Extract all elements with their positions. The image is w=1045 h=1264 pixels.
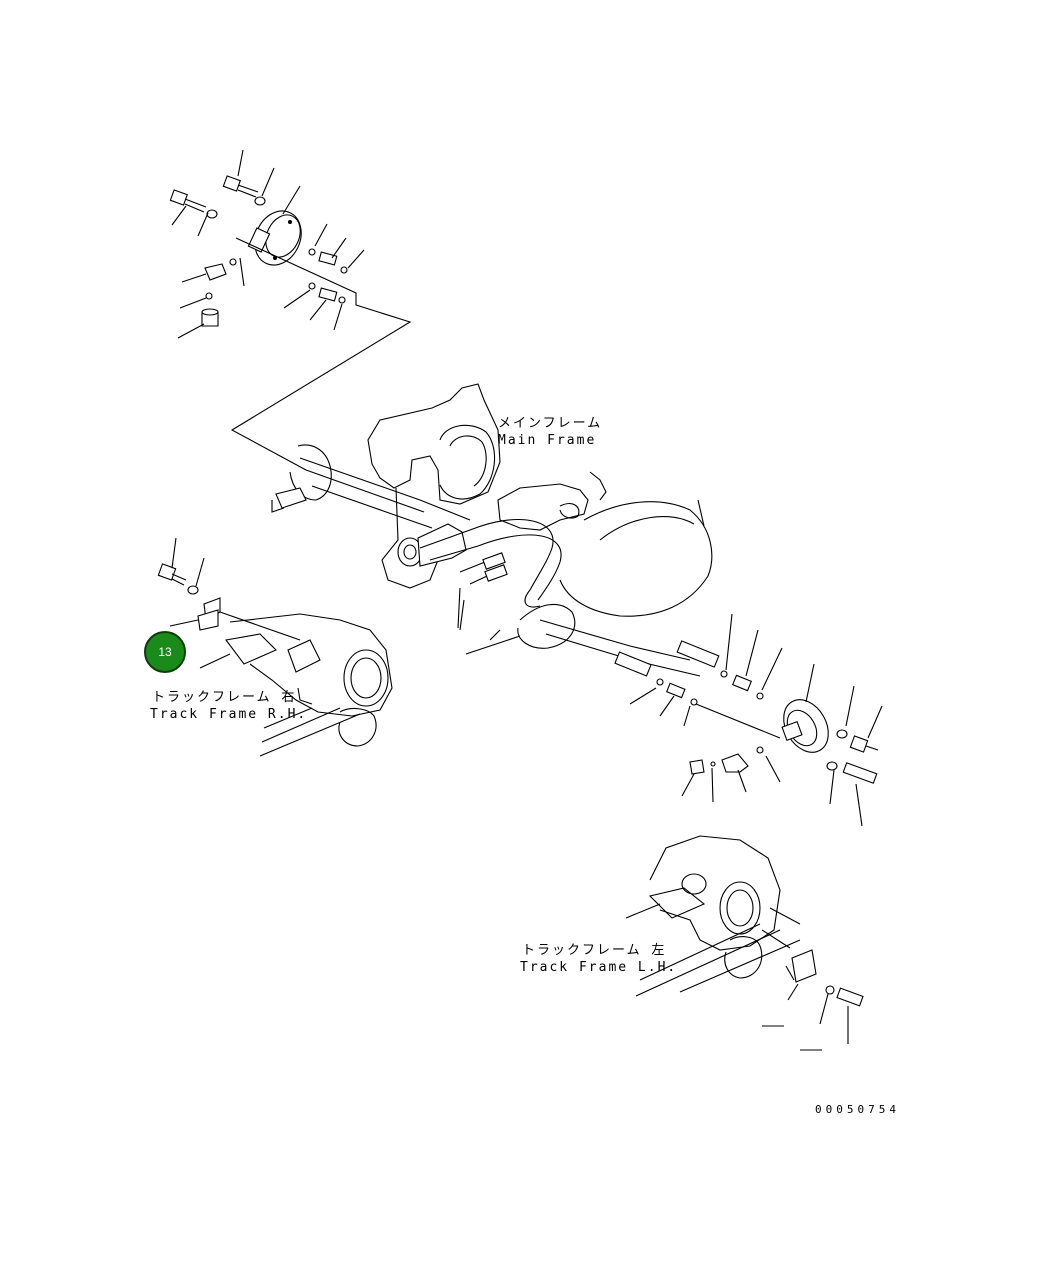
main-frame-label-en: Main Frame xyxy=(498,433,597,448)
main-frame-drawing xyxy=(271,383,713,677)
o-ring-part xyxy=(756,746,764,754)
washer-part xyxy=(825,985,835,995)
bolt-part xyxy=(842,762,878,784)
flange-disc-part xyxy=(781,699,829,753)
main-frame-label-jp: メインフレーム xyxy=(498,416,603,431)
flange-disc-part xyxy=(247,210,302,266)
elbow-fitting-part xyxy=(204,258,237,281)
connector-part xyxy=(731,674,753,692)
bolt-part xyxy=(849,735,879,753)
drawing-number: 00050754 xyxy=(815,1103,900,1116)
connector-part xyxy=(665,682,686,699)
rear-flange-assembly xyxy=(614,613,883,827)
track-frame-lh-label-en: Track Frame L.H. xyxy=(520,960,678,975)
track-frame-lh-label-jp: トラックフレーム 左 xyxy=(522,943,667,958)
fitting-part xyxy=(308,282,346,304)
washer-part xyxy=(254,196,266,206)
o-ring-part xyxy=(756,692,764,700)
swivel-joint-part xyxy=(397,523,467,567)
nut-part xyxy=(689,759,705,775)
o-ring-part xyxy=(656,678,664,686)
track-frame-rh-drawing xyxy=(157,537,393,757)
track-frame-rh-label-jp: トラックフレーム 右 xyxy=(152,690,297,705)
cap-part xyxy=(201,308,219,327)
part-callout-13[interactable]: 13 xyxy=(144,631,186,673)
bolt-part xyxy=(157,563,187,586)
bolt-part xyxy=(836,987,864,1007)
track-frame-rh-label-en: Track Frame R.H. xyxy=(150,707,308,722)
bolt-part xyxy=(222,175,259,198)
washer-part xyxy=(826,761,838,771)
bracket-part xyxy=(785,949,817,983)
o-ring-part xyxy=(720,670,728,678)
top-flange-assembly xyxy=(169,149,412,471)
washer-part xyxy=(187,585,199,595)
fitting-part xyxy=(308,248,348,274)
washer-part xyxy=(206,209,218,219)
elbow-fitting-part xyxy=(721,753,749,773)
track-frame-lh-drawing xyxy=(625,835,864,1051)
o-ring-part xyxy=(205,292,213,300)
bolt-part xyxy=(169,189,207,213)
bracket-part xyxy=(197,597,221,631)
hose-end-fitting-part xyxy=(614,640,720,677)
o-ring-part xyxy=(710,761,716,767)
o-ring-part xyxy=(690,698,698,706)
washer-part xyxy=(836,729,848,739)
